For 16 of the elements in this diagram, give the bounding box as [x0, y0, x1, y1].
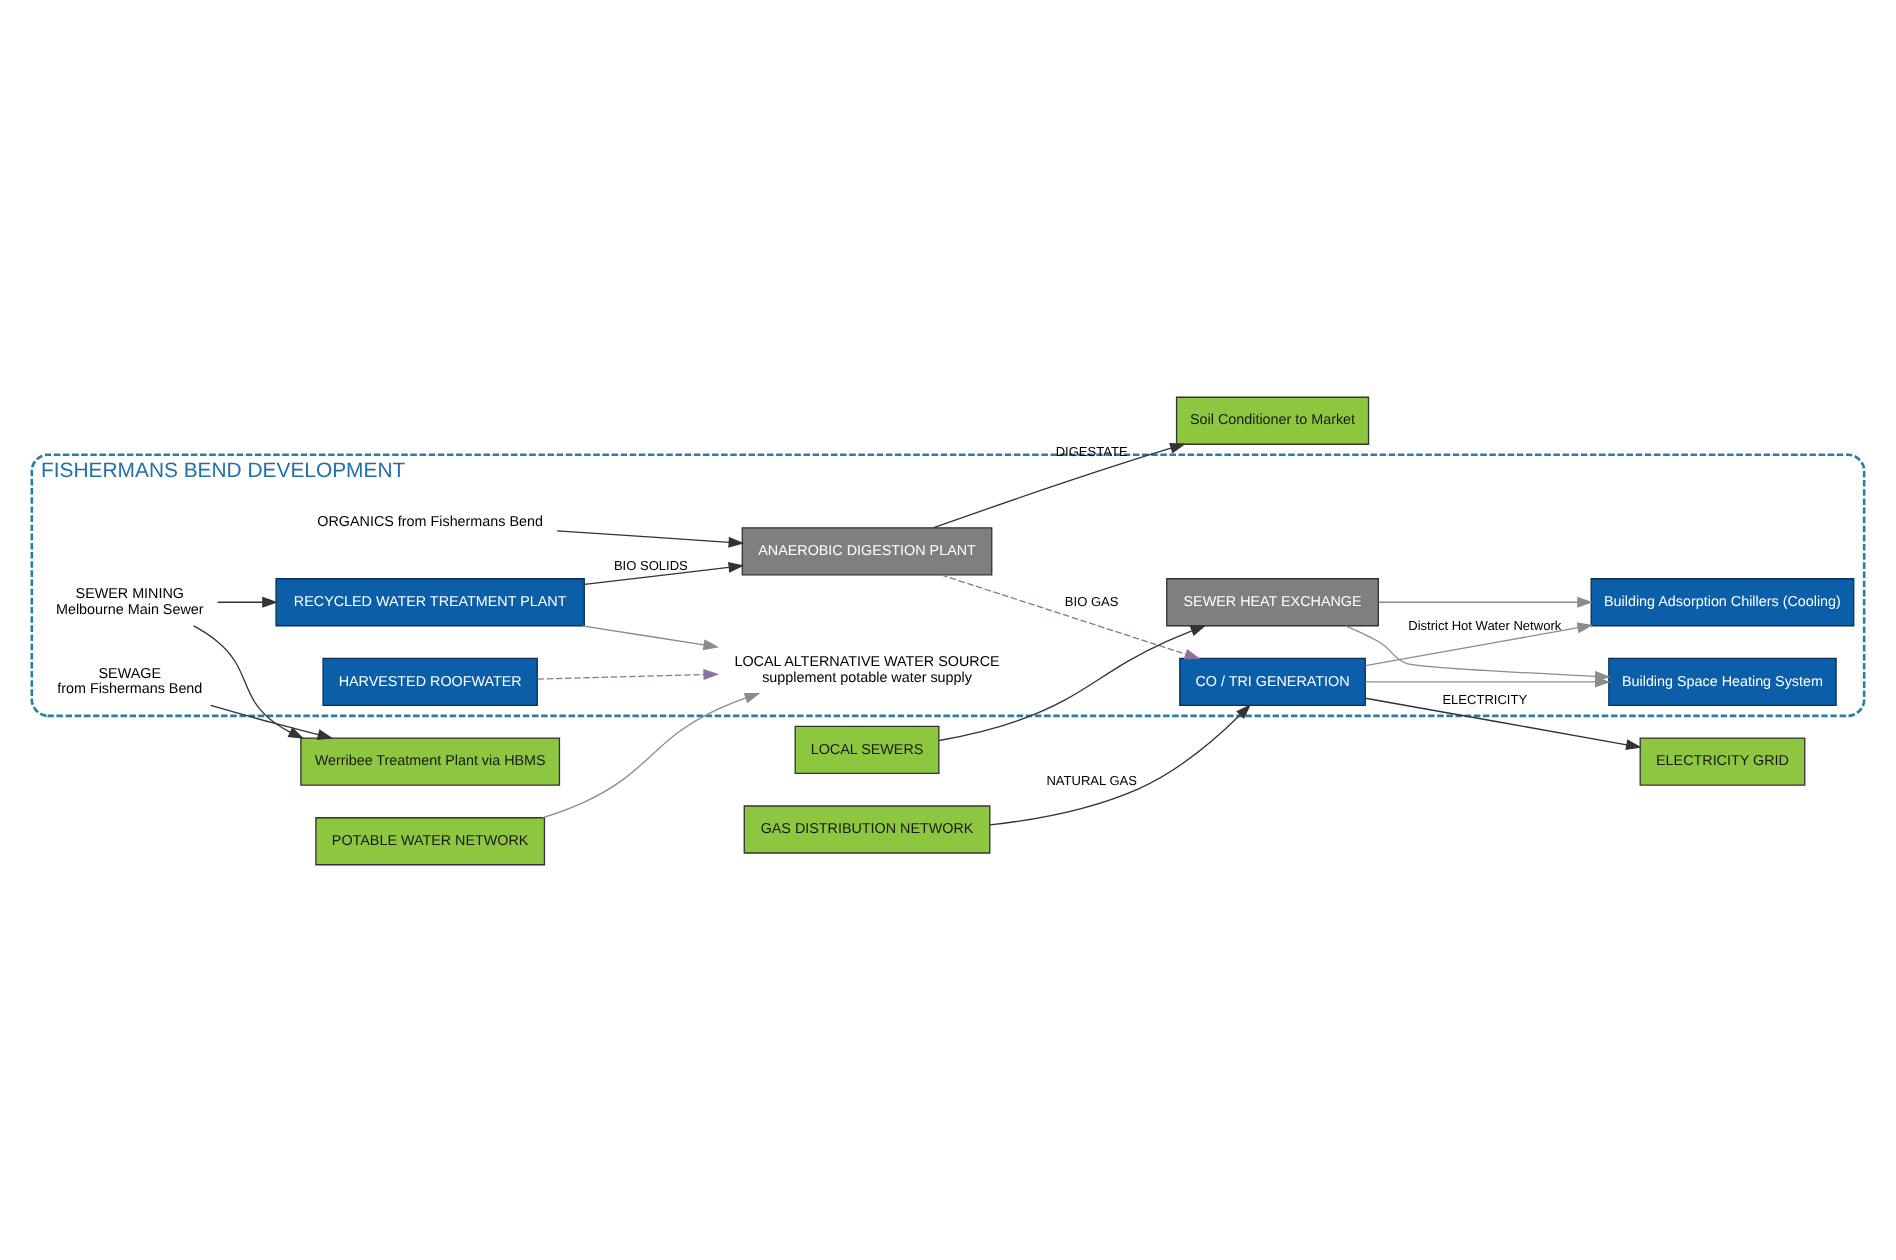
arrow — [210, 703, 334, 739]
arrow — [556, 529, 745, 547]
arrow — [193, 624, 305, 738]
arrow — [1378, 595, 1593, 607]
arrow — [989, 703, 1252, 825]
arrow — [583, 560, 745, 584]
arrow — [1344, 624, 1611, 681]
arrow — [537, 668, 720, 680]
arrow — [216, 595, 278, 607]
arrow — [933, 442, 1186, 528]
arrow — [1364, 621, 1594, 666]
arrow — [940, 573, 1201, 659]
arrow — [1364, 696, 1642, 750]
arrow — [938, 624, 1207, 741]
arrow — [581, 624, 720, 650]
arrow — [542, 691, 761, 818]
